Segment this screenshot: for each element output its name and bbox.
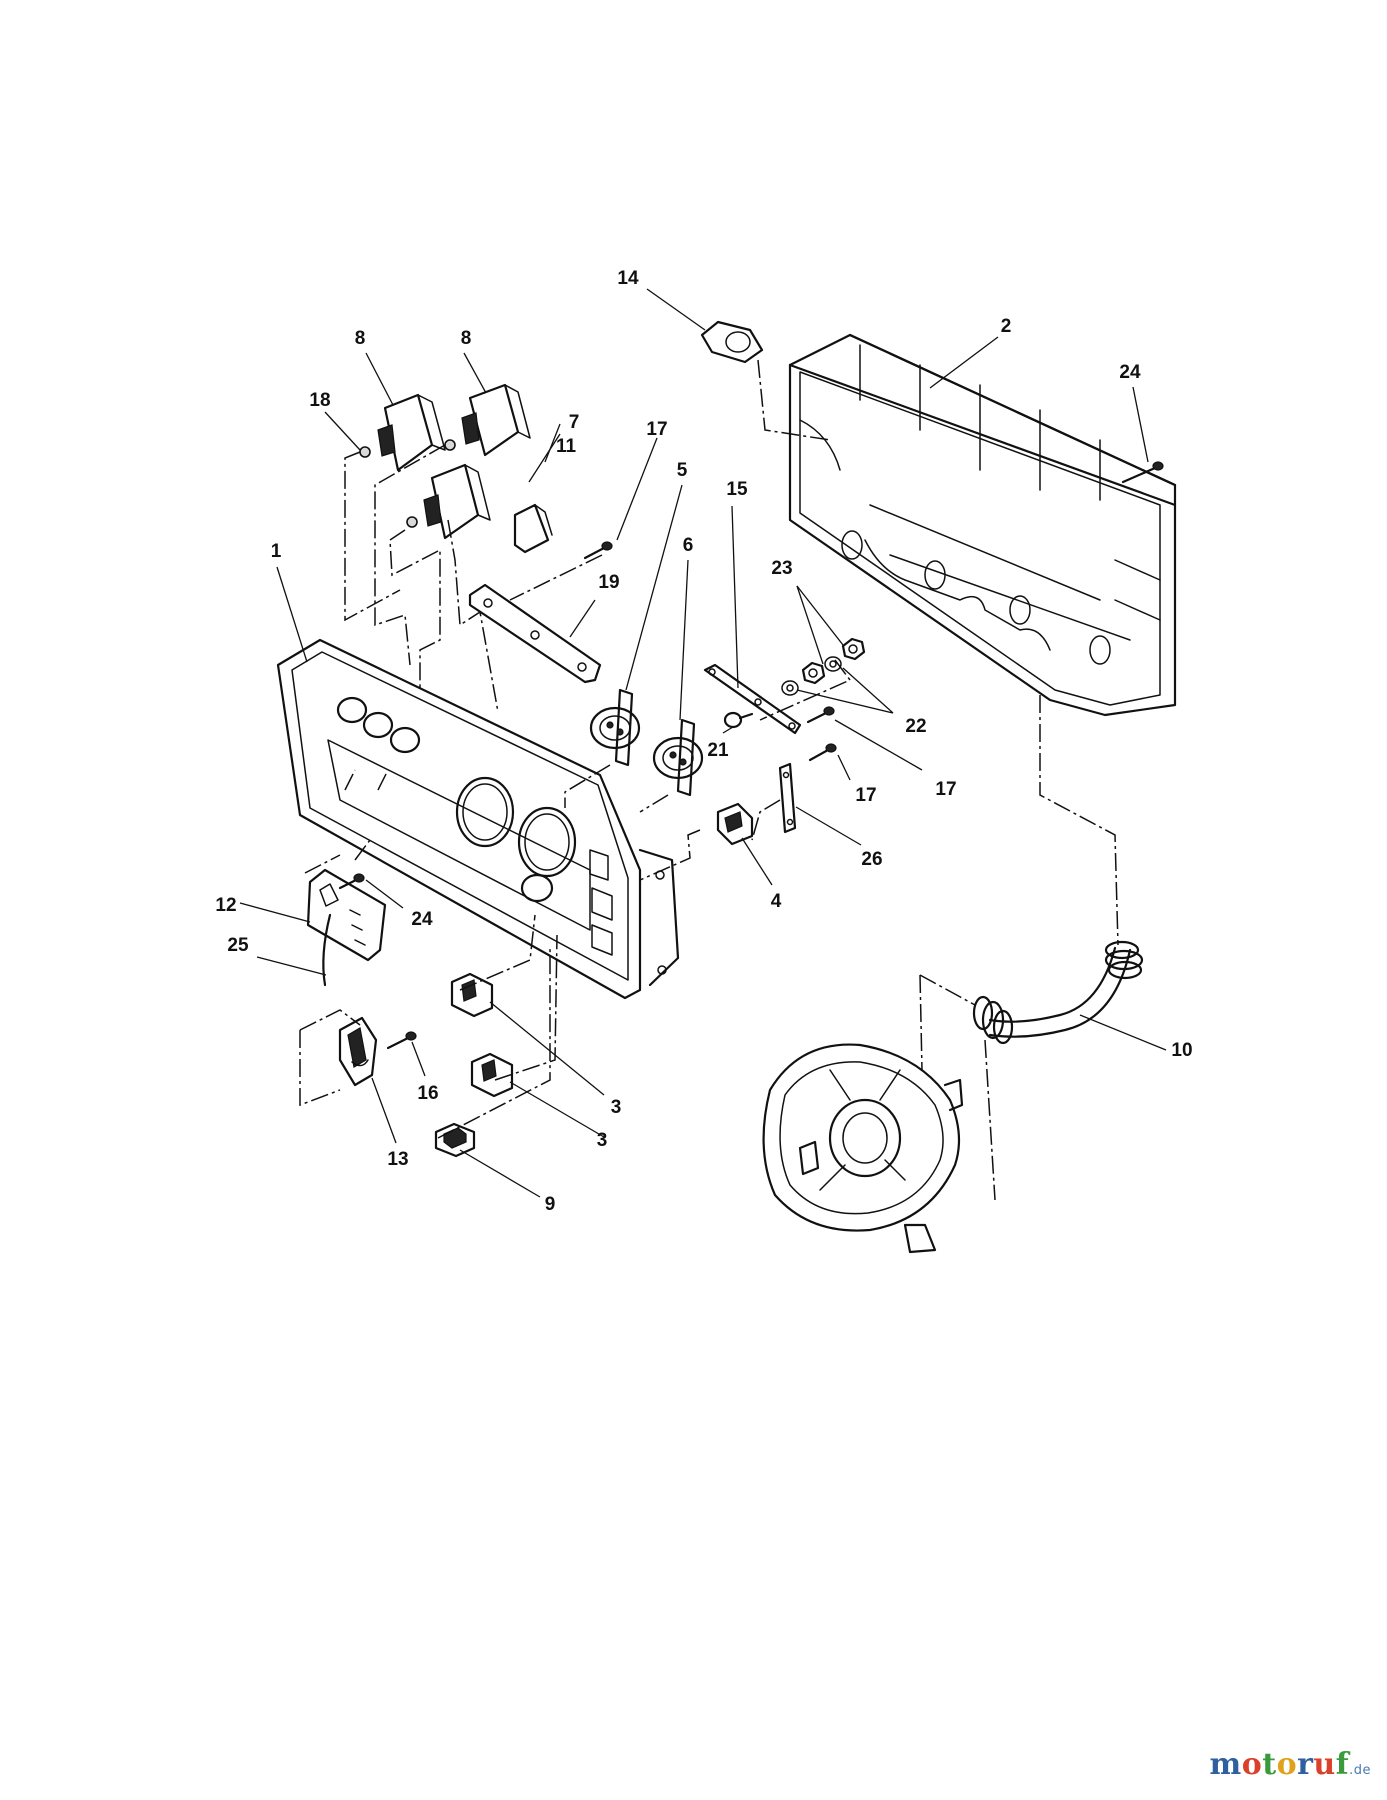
callout-17-right: 17 — [935, 779, 956, 800]
assembly-line-14 — [757, 359, 831, 441]
callout-23: 23 — [771, 558, 792, 579]
callout-4: 4 — [771, 891, 782, 912]
watermark-letter: o — [1241, 1747, 1263, 1782]
leader-lines — [239, 288, 1167, 1198]
plate-part-15 — [703, 663, 802, 735]
screw-part-17-right — [806, 706, 837, 762]
callout-11: 11 — [556, 436, 577, 457]
callout-19: 19 — [598, 572, 619, 593]
callout-17-upper: 17 — [646, 419, 667, 440]
watermark-letter: f — [1335, 1747, 1350, 1782]
screw-part-17-left — [583, 541, 613, 560]
callout-3-lower: 3 — [597, 1130, 608, 1151]
callout-24-lower: 24 — [411, 909, 433, 930]
screw-part-24-upper — [1121, 461, 1164, 484]
breaker-part-8-left — [359, 393, 446, 472]
strip-part-26 — [778, 762, 797, 834]
bracket-part-19 — [468, 583, 602, 684]
receptacle-part-6 — [652, 718, 704, 797]
outlet-part-3-upper — [450, 972, 494, 1018]
callout-8-right: 8 — [461, 328, 472, 349]
switch-part-13 — [338, 1016, 378, 1087]
callout-16: 16 — [417, 1083, 438, 1104]
callout-17-middle: 17 — [855, 785, 876, 806]
watermark-letter: o — [1276, 1747, 1298, 1782]
screw-part-16 — [386, 1031, 417, 1050]
callout-6: 6 — [683, 535, 694, 556]
assembly-lines — [299, 444, 1119, 1201]
callout-8-left: 8 — [355, 328, 366, 349]
callout-10: 10 — [1171, 1040, 1192, 1061]
callout-18: 18 — [309, 390, 330, 411]
grommet-part — [700, 320, 764, 364]
callout-13: 13 — [387, 1149, 408, 1170]
cable-part-10 — [972, 940, 1144, 1045]
rocker-part-9 — [434, 1122, 476, 1158]
watermark-letter: t — [1262, 1747, 1277, 1782]
callout-22: 22 — [905, 716, 926, 737]
circuit-board-part-12 — [306, 868, 387, 987]
housing-box — [788, 333, 1177, 717]
watermark-suffix: .de — [1349, 1763, 1371, 1778]
callout-9: 9 — [545, 1194, 556, 1215]
callout-14: 14 — [617, 268, 639, 289]
callout-2: 2 — [1001, 316, 1012, 337]
callout-24-upper: 24 — [1119, 362, 1141, 383]
receptacle-part-5 — [589, 688, 641, 767]
callout-7: 7 — [569, 412, 580, 433]
breaker-part-7 — [406, 463, 491, 540]
callout-3-upper: 3 — [611, 1097, 622, 1118]
motoruf-watermark-logo: motoruf.de — [1209, 1747, 1371, 1782]
callouts: 14 2 24 8 8 18 7 11 17 5 15 6 1 19 23 22… — [215, 268, 1192, 1215]
callout-15: 15 — [726, 479, 748, 500]
callout-26: 26 — [861, 849, 882, 870]
control-panel — [276, 638, 680, 1000]
watermark-letter: r — [1297, 1747, 1314, 1782]
screw-part-21 — [723, 711, 754, 729]
alternator-end-bell — [762, 1043, 964, 1254]
callout-21: 21 — [707, 740, 729, 761]
outlet-part-3-lower — [470, 1052, 514, 1098]
screw-part-24-lower — [338, 873, 365, 890]
switch-part-4 — [716, 802, 754, 846]
watermark-letter: u — [1313, 1747, 1336, 1782]
callout-25: 25 — [227, 935, 249, 956]
block-part-11 — [513, 503, 553, 554]
watermark-letter: m — [1209, 1747, 1242, 1782]
breaker-part-8-right — [444, 383, 531, 457]
callout-12: 12 — [215, 895, 236, 916]
callout-1: 1 — [271, 541, 282, 562]
callout-5: 5 — [677, 460, 688, 481]
nuts-part-23 — [801, 637, 866, 685]
washers-part-22 — [781, 656, 842, 696]
